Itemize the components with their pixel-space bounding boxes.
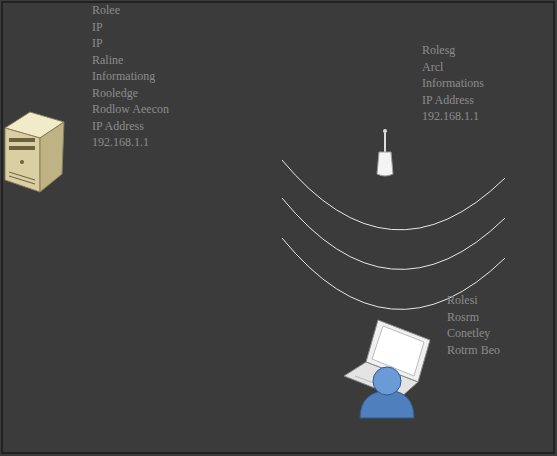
info-label: Raline	[92, 52, 123, 68]
info-label: Rodlow Aeecon	[92, 101, 169, 117]
info-label: IP	[92, 35, 103, 51]
wireless-antenna	[377, 129, 393, 176]
info-label: IP Address	[422, 92, 474, 108]
info-label: Informationg	[92, 68, 155, 84]
info-label: Rosrm	[447, 309, 479, 325]
signal-waves	[282, 160, 505, 309]
laptop-icon	[344, 320, 430, 398]
server-icon	[5, 112, 64, 192]
info-label: Rolesg	[422, 42, 455, 58]
info-label: 192.168.1.1	[92, 134, 149, 150]
info-label: 192.168.1.1	[422, 108, 479, 124]
info-label: IP	[92, 19, 103, 35]
info-label: Rooledge	[92, 85, 138, 101]
info-label: Conetley	[447, 325, 490, 341]
info-label: Rotrm Beo	[447, 342, 500, 358]
user-icon	[360, 367, 414, 418]
info-label: Rolesi	[447, 292, 478, 308]
info-label: Informations	[422, 75, 484, 91]
info-label: Arcl	[422, 59, 443, 75]
info-label: IP Address	[92, 118, 144, 134]
info-label: Rolee	[92, 2, 120, 18]
